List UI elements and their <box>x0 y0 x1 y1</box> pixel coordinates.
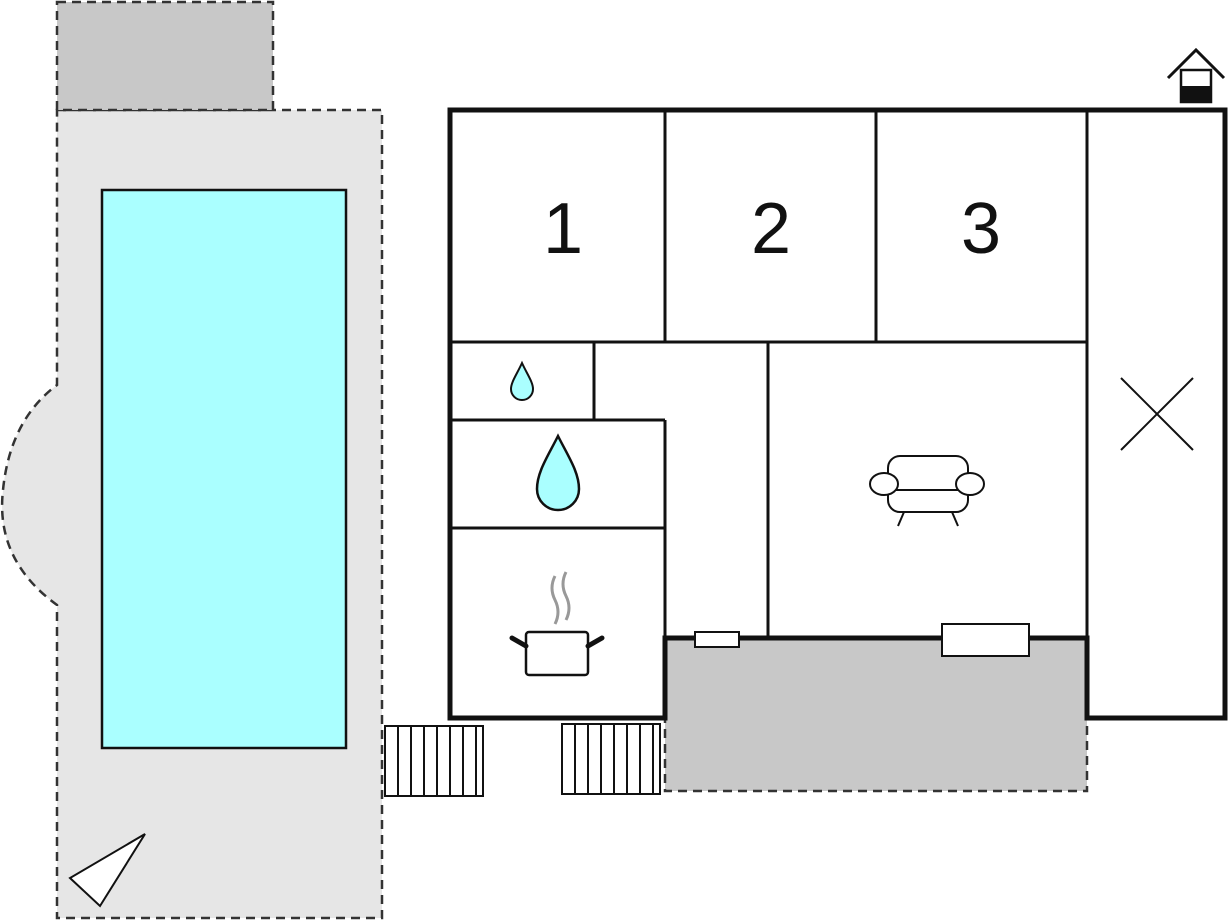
water-drop-icon <box>509 360 535 401</box>
exterior-walls <box>447 107 1228 721</box>
water-drop-icon <box>535 433 581 512</box>
house-interior <box>450 110 1225 718</box>
covered-terrace-bottom <box>663 636 1089 793</box>
swimming-pool <box>100 188 348 750</box>
covered-area-top <box>55 0 275 112</box>
house-entrance-icon <box>1166 47 1226 104</box>
window-small <box>694 631 740 648</box>
cooking-pot-icon <box>509 571 605 677</box>
window-large <box>941 623 1030 657</box>
bedroom-2-label: 2 <box>751 189 791 269</box>
bedroom-3-label: 3 <box>961 189 1001 269</box>
steps-middle <box>561 723 661 795</box>
cross-icon <box>1120 377 1194 451</box>
sofa-icon <box>869 455 985 527</box>
sun-lounger-icon <box>68 833 146 908</box>
steps-left <box>384 725 484 797</box>
bedroom-1-label: 1 <box>543 189 583 269</box>
